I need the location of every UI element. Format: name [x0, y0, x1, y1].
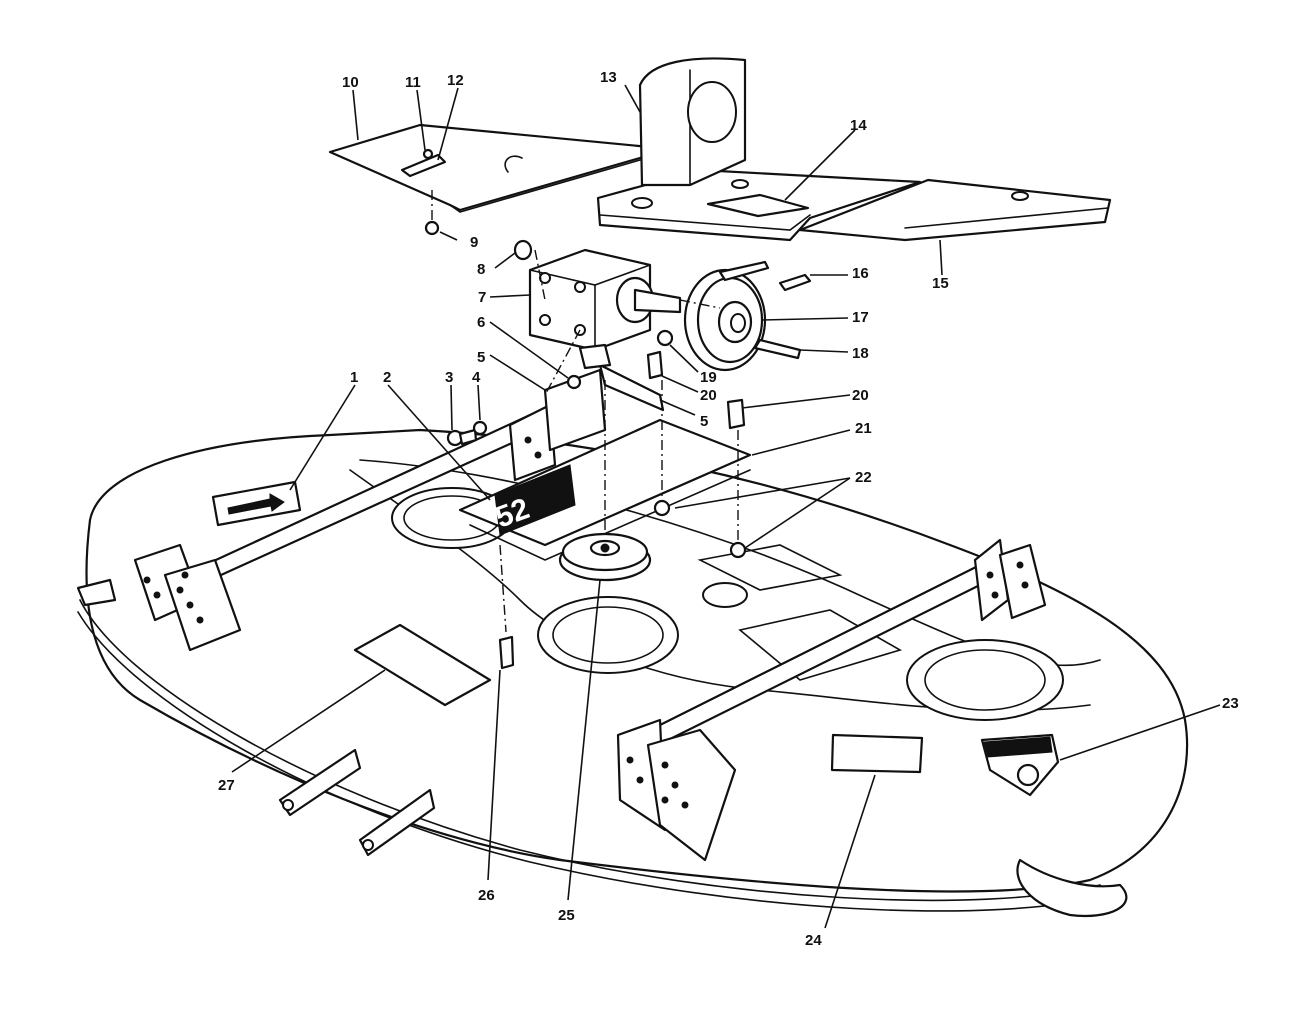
callout-9: 9 — [470, 234, 478, 251]
callout-labels: 1 2 3 4 5 5 6 7 8 9 10 11 12 13 14 15 16… — [218, 69, 1239, 949]
callout-24: 24 — [805, 932, 822, 949]
mower-deck — [77, 428, 1189, 917]
callout-13: 13 — [600, 69, 617, 86]
callout-3: 3 — [445, 369, 453, 386]
callout-12: 12 — [447, 72, 464, 89]
spindle-pulley — [558, 532, 652, 582]
hanger-rod-right — [616, 538, 1047, 862]
blank-decal-24 — [830, 733, 924, 774]
center-top-shield — [596, 168, 922, 242]
shield-mount-13 — [638, 57, 747, 187]
callout-8: 8 — [477, 261, 485, 278]
gearbox — [513, 239, 682, 370]
callout-25: 25 — [558, 907, 575, 924]
callout-20b: 20 — [852, 387, 869, 404]
callout-7: 7 — [478, 289, 486, 306]
callout-16: 16 — [852, 265, 869, 282]
callout-23: 23 — [1222, 695, 1239, 712]
callout-14: 14 — [850, 117, 867, 134]
callout-10: 10 — [342, 74, 359, 91]
assembly-lines — [431, 190, 739, 633]
hanger-rod-left — [133, 403, 557, 652]
hardware — [424, 220, 747, 670]
callout-19: 19 — [700, 369, 717, 386]
callout-17: 17 — [852, 309, 869, 326]
callout-1: 1 — [350, 369, 358, 386]
warning-decal-23 — [980, 733, 1060, 797]
callout-27: 27 — [218, 777, 235, 794]
callout-15: 15 — [932, 275, 949, 292]
leader-lines — [231, 84, 1221, 929]
right-top-shield — [798, 178, 1112, 242]
callout-5b: 5 — [700, 413, 708, 430]
arrow-decal — [211, 480, 302, 527]
callout-20a: 20 — [700, 387, 717, 404]
callout-11: 11 — [405, 74, 421, 91]
callout-6: 6 — [477, 314, 485, 331]
rear-brackets — [76, 578, 436, 857]
callout-22: 22 — [855, 469, 872, 486]
callout-2: 2 — [383, 369, 391, 386]
left-top-shield — [328, 123, 662, 213]
gearbox-pulley — [683, 260, 812, 372]
callout-5a: 5 — [477, 349, 485, 366]
callout-18: 18 — [852, 345, 869, 362]
blank-decal-27 — [353, 623, 492, 707]
callout-21: 21 — [855, 420, 872, 437]
callout-4: 4 — [472, 369, 481, 386]
callout-26: 26 — [478, 887, 495, 904]
